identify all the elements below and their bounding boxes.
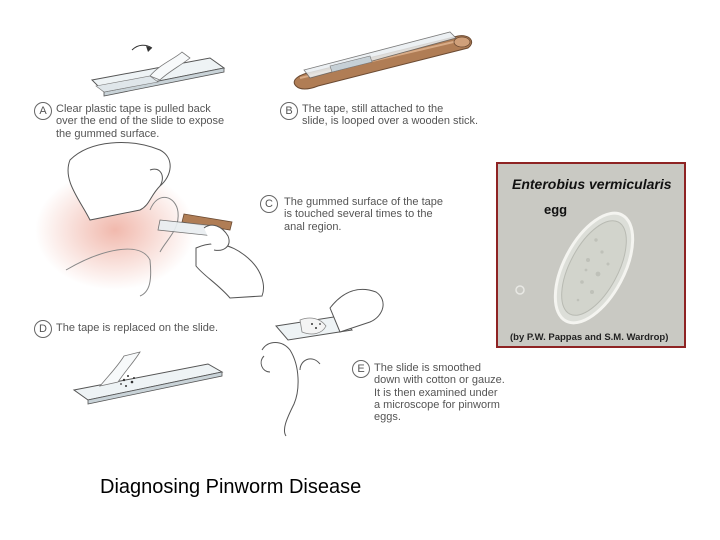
species-name: Enterobius vermicularis <box>512 176 672 192</box>
slide-title: Diagnosing Pinworm Disease <box>100 476 362 498</box>
step-e-marker: E <box>352 360 370 378</box>
slide-a-illustration <box>90 44 226 97</box>
application-c-illustration <box>35 142 264 299</box>
slide-d-illustration <box>72 351 224 405</box>
step-a-caption: Clear plastic tape is pulled back over t… <box>56 103 225 140</box>
step-d-marker: D <box>34 320 52 338</box>
step-a-marker: A <box>34 102 52 120</box>
stick-b-illustration <box>293 31 473 90</box>
photo-credit: (by P.W. Pappas and S.M. Wardrop) <box>510 332 669 343</box>
egg-micrograph-panel: Enterobius vermicularis egg (by P.W. Pap… <box>496 162 686 348</box>
pinworm-egg-image <box>515 211 635 325</box>
step-c-marker: C <box>260 195 278 213</box>
step-e-caption: The slide is smoothed down with cotton o… <box>374 362 505 424</box>
smoothing-e-illustration <box>260 288 384 437</box>
step-d-caption: The tape is replaced on the slide. <box>56 322 219 334</box>
step-c-caption: The gummed surface of the tape is touche… <box>284 196 443 233</box>
egg-label: egg <box>544 202 568 217</box>
step-b-caption: The tape, still attached to the slide, i… <box>302 103 479 128</box>
step-b-marker: B <box>280 102 298 120</box>
